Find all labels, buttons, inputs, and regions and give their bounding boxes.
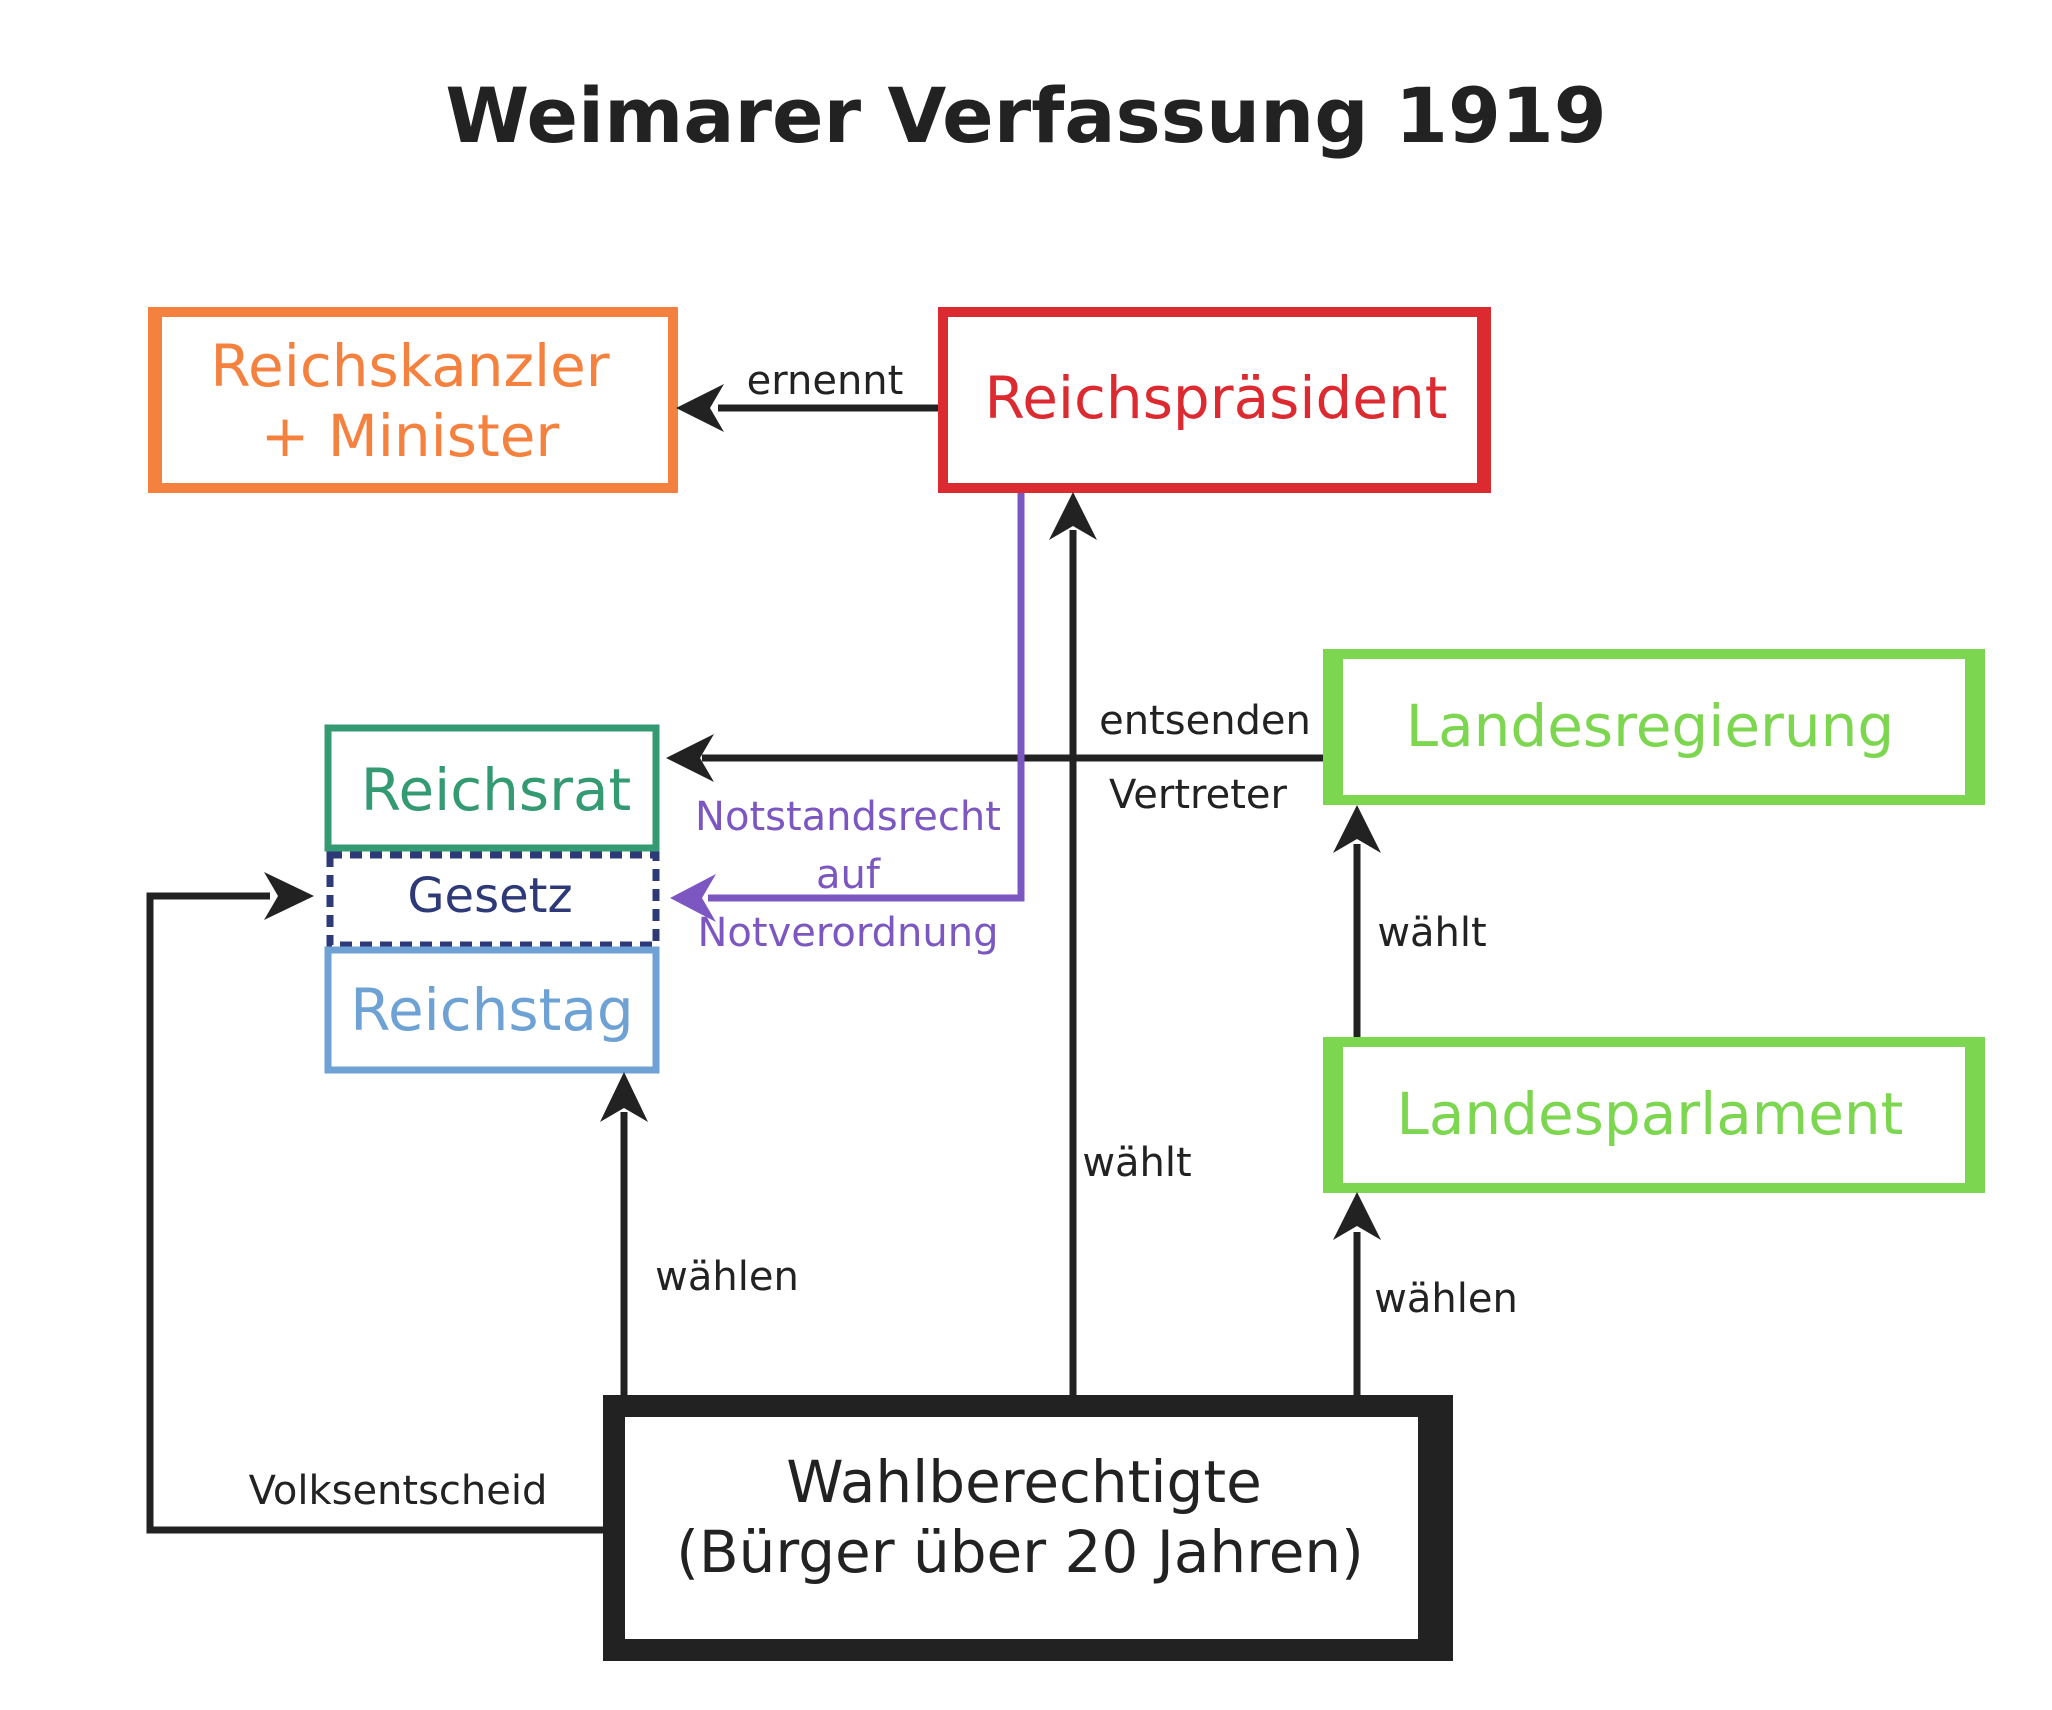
notstandsrecht-label: Notstandsrecht xyxy=(695,794,1001,840)
landesregierung-label: Landesregierung xyxy=(1406,692,1894,760)
gesetz-box: Gesetz xyxy=(326,851,660,949)
waehlen-reichstag-label: wählen xyxy=(655,1254,799,1300)
arrow-volksentscheid xyxy=(146,872,603,1534)
waehlt-praesident-label: wählt xyxy=(1082,1140,1191,1186)
reichspraesident-box: Reichspräsident xyxy=(938,307,1491,493)
reichstag-label: Reichstag xyxy=(350,976,633,1044)
landesparlament-box: Landesparlament xyxy=(1323,1037,1985,1193)
arrow-waehlt-praesident xyxy=(1049,492,1097,1395)
landesregierung-box: Landesregierung xyxy=(1323,649,1985,805)
reichsrat-box: Reichsrat xyxy=(324,724,660,852)
vertreter-label: Vertreter xyxy=(1109,772,1287,818)
reichsrat-label: Reichsrat xyxy=(361,756,632,824)
diagram-title: Weimarer Verfassung 1919 xyxy=(445,71,1606,160)
buerger-label: (Bürger über 20 Jahren) xyxy=(676,1518,1364,1586)
landesparlament-label: Landesparlament xyxy=(1397,1080,1904,1148)
arrow-entsenden xyxy=(666,734,1323,782)
reichskanzler-box: Reichskanzler + Minister xyxy=(148,307,678,493)
arrow-waehlen-reichstag xyxy=(600,1072,648,1395)
arrow-ernennt xyxy=(676,384,938,432)
reichskanzler-label: Reichskanzler xyxy=(210,332,609,400)
gesetz-label: Gesetz xyxy=(407,868,572,924)
entsenden-label: entsenden xyxy=(1099,698,1311,744)
waehlen-landesparlament-label: wählen xyxy=(1374,1276,1518,1322)
wahlberechtigte-box: Wahlberechtigte (Bürger über 20 Jahren) xyxy=(603,1395,1453,1661)
arrow-waehlen-landesparlament xyxy=(1333,1192,1381,1395)
arrow-notstandsrecht xyxy=(670,493,1025,922)
arrow-waehlt-landesregierung xyxy=(1333,805,1381,1037)
waehlt-landesregierung-label: wählt xyxy=(1377,910,1486,956)
reichspraesident-label: Reichspräsident xyxy=(985,364,1448,432)
minister-label: + Minister xyxy=(261,402,560,470)
ernennt-label: ernennt xyxy=(747,358,904,404)
notverordnung-label: Notverordnung xyxy=(698,910,999,956)
reichstag-box: Reichstag xyxy=(324,946,660,1074)
wahlberechtigte-label: Wahlberechtigte xyxy=(786,1448,1262,1516)
auf-label: auf xyxy=(816,852,881,898)
volksentscheid-label: Volksentscheid xyxy=(249,1468,548,1514)
